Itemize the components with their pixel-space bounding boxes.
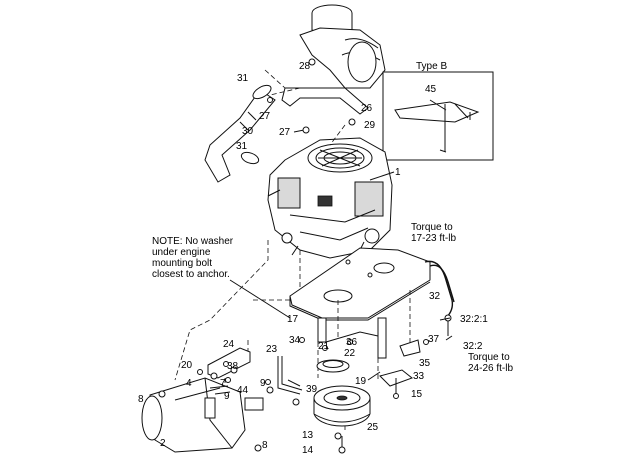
bracket-33 (367, 369, 414, 399)
washer-note-line: mounting bolt (152, 258, 213, 269)
air-cleaner-bracket (267, 58, 369, 134)
torque-upper-line: Torque to (411, 222, 453, 233)
muffler (141, 377, 262, 453)
intake-tube (204, 84, 276, 183)
callout-24: 24 (223, 339, 235, 350)
callout-17: 17 (287, 314, 299, 325)
callout-30: 30 (242, 126, 254, 137)
callout-2: 2 (160, 438, 166, 449)
callout-1: 1 (395, 167, 401, 178)
callout-27b: 27 (279, 127, 291, 138)
callout-9b: 9 (260, 378, 266, 389)
bracket-35 (399, 339, 429, 357)
callout-28: 28 (299, 61, 311, 72)
type-b-inset (382, 71, 494, 161)
callout-14: 14 (302, 445, 314, 456)
torque-lower-line: Torque to (468, 352, 510, 363)
line-32 (424, 260, 455, 336)
callout-33: 33 (413, 371, 425, 382)
callout-26: 26 (361, 103, 373, 114)
callout-35: 35 (419, 358, 431, 369)
callout-32: 32 (429, 291, 441, 302)
callout-45: 45 (425, 84, 437, 95)
washer-note-line: closest to anchor. (152, 269, 230, 280)
callout-8b: 8 (262, 440, 268, 451)
heat-shield (207, 347, 264, 411)
callout-29: 29 (364, 120, 376, 131)
callout-9a: 9 (224, 391, 230, 402)
engine (267, 137, 393, 259)
torque-upper-line: 17-23 ft-lb (411, 233, 457, 244)
washer-note-line: NOTE: No washer (152, 236, 234, 247)
callout-23: 23 (266, 344, 278, 355)
idler-pulley (316, 345, 350, 373)
callout-13: 13 (302, 430, 314, 441)
callout-4: 4 (186, 378, 192, 389)
inset-title: Type B (416, 61, 447, 72)
callout-39: 39 (306, 384, 318, 395)
callout-19: 19 (355, 376, 367, 387)
torque-lower-line: 24-26 ft-lb (468, 363, 514, 374)
callout-32-2-1: 32:2:1 (460, 314, 488, 325)
callout-25: 25 (367, 422, 379, 433)
torque-note-lower: Torque to 24-26 ft-lb (468, 352, 513, 374)
air-cleaner (299, 4, 386, 89)
pto-clutch (313, 385, 371, 454)
callout-20: 20 (181, 360, 193, 371)
washer-note-line: under engine (152, 247, 211, 258)
callout-31a: 31 (237, 73, 249, 84)
callout-34: 34 (289, 335, 301, 346)
callout-7: 7 (220, 378, 226, 389)
callout-15: 15 (411, 389, 423, 400)
small-hardware (197, 337, 353, 440)
callout-44: 44 (237, 385, 249, 396)
callout-8a: 8 (138, 394, 144, 405)
callout-32-2: 32:2 (463, 341, 483, 352)
callout-36: 36 (346, 337, 358, 348)
callout-31b: 31 (236, 141, 248, 152)
callout-27a: 27 (259, 111, 271, 122)
bracket-23 (266, 356, 303, 406)
callout-22: 22 (344, 348, 356, 359)
callout-37: 37 (428, 334, 440, 345)
callout-21: 21 (318, 341, 330, 352)
washer-note: NOTE: No washer under engine mounting bo… (152, 236, 233, 280)
callout-38: 38 (227, 361, 239, 372)
alignment-lines (174, 69, 411, 430)
leader-lines (229, 99, 453, 341)
frame-plate (289, 247, 431, 359)
torque-note-upper: Torque to 17-23 ft-lb (411, 222, 456, 244)
callouts: 1 2 4 7 8 8 9 9 13 14 15 17 19 20 21 22 … (138, 61, 488, 456)
